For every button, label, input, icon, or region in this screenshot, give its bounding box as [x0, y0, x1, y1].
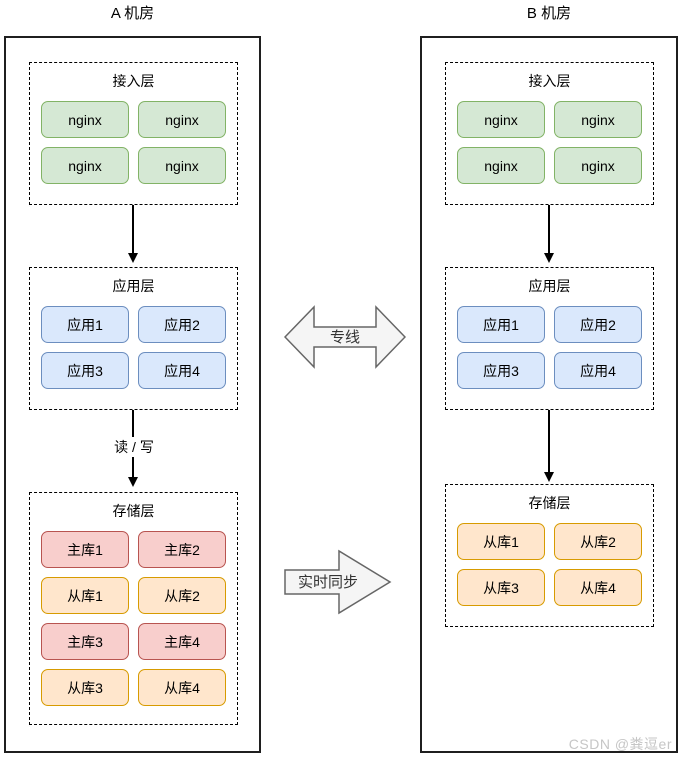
dedicated-line-arrow: 专线: [284, 305, 406, 369]
datacenter-b-box: 接入层 nginx nginx nginx nginx 应用层 应用1 应用2 …: [420, 36, 678, 753]
node-box: 从库4: [138, 669, 226, 706]
node-box: 应用3: [457, 352, 545, 389]
node-box: 应用1: [41, 306, 129, 343]
node-grid: 应用1 应用2 应用3 应用4: [446, 306, 653, 389]
node-box: 从库4: [554, 569, 642, 606]
node-box: nginx: [41, 147, 129, 184]
layer-app-b: 应用层 应用1 应用2 应用3 应用4: [445, 267, 654, 410]
node-box: 应用3: [41, 352, 129, 389]
datacenter-b-title: B 机房: [526, 5, 572, 22]
node-box: nginx: [457, 101, 545, 138]
layer-app-a: 应用层 应用1 应用2 应用3 应用4: [29, 267, 238, 410]
double-arrow-shape: [284, 305, 406, 369]
datacenter-a-box: 接入层 nginx nginx nginx nginx 应用层 应用1 应用2 …: [4, 36, 261, 753]
dedicated-line-label: 专线: [330, 329, 360, 346]
layer-title: 存储层: [112, 503, 155, 519]
node-grid: nginx nginx nginx nginx: [446, 101, 653, 184]
node-box: nginx: [554, 101, 642, 138]
node-box: 从库1: [457, 523, 545, 560]
node-box: 从库1: [41, 577, 129, 614]
node-grid: 应用1 应用2 应用3 应用4: [30, 306, 237, 389]
node-box: 从库2: [554, 523, 642, 560]
node-box: nginx: [138, 101, 226, 138]
down-arrow: [128, 205, 138, 263]
node-box: nginx: [41, 101, 129, 138]
node-box: 主库2: [138, 531, 226, 568]
layer-title: 接入层: [528, 73, 571, 89]
layer-title: 接入层: [112, 73, 155, 89]
datacenter-a-title: A 机房: [110, 5, 155, 22]
layer-access-b: 接入层 nginx nginx nginx nginx: [445, 62, 654, 205]
node-box: 应用1: [457, 306, 545, 343]
realtime-sync-label: 实时同步: [298, 574, 358, 591]
node-box: 主库4: [138, 623, 226, 660]
node-box: 从库3: [41, 669, 129, 706]
down-arrow: [544, 205, 554, 263]
layer-storage-a: 存储层 主库1 主库2 从库1 从库2 主库3 主库4 从库3 从库4: [29, 492, 238, 725]
realtime-sync-arrow: 实时同步: [284, 549, 392, 615]
node-box: nginx: [457, 147, 545, 184]
down-arrow: [544, 410, 554, 482]
node-box: nginx: [138, 147, 226, 184]
node-box: 应用4: [138, 352, 226, 389]
layer-title: 应用层: [528, 278, 571, 294]
node-grid: 主库1 主库2 从库1 从库2 主库3 主库4 从库3 从库4: [30, 531, 237, 706]
csdn-watermark: CSDN @粪逗er: [568, 736, 672, 752]
layer-storage-b: 存储层 从库1 从库2 从库3 从库4: [445, 484, 654, 627]
node-box: 主库1: [41, 531, 129, 568]
node-box: nginx: [554, 147, 642, 184]
node-box: 主库3: [41, 623, 129, 660]
read-write-label: 读 / 写: [110, 437, 158, 457]
node-grid: nginx nginx nginx nginx: [30, 101, 237, 184]
node-grid: 从库1 从库2 从库3 从库4: [446, 523, 653, 606]
node-box: 应用2: [138, 306, 226, 343]
node-box: 从库2: [138, 577, 226, 614]
node-box: 从库3: [457, 569, 545, 606]
layer-access-a: 接入层 nginx nginx nginx nginx: [29, 62, 238, 205]
right-arrow-shape: [284, 549, 392, 615]
layer-title: 存储层: [528, 495, 571, 511]
node-box: 应用2: [554, 306, 642, 343]
layer-title: 应用层: [112, 278, 155, 294]
node-box: 应用4: [554, 352, 642, 389]
